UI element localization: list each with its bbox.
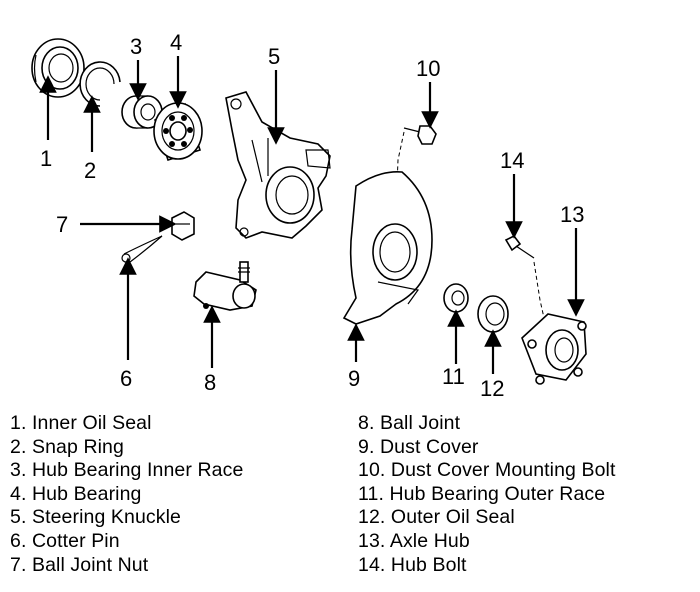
snap-ring-part	[79, 61, 121, 107]
legend-right-column: 8. Ball Joint 9. Dust Cover 10. Dust Cov…	[358, 412, 616, 577]
ball-joint-nut-part	[171, 211, 195, 241]
hub-bearing-outer-race-part	[443, 283, 469, 313]
callout-10: 10	[416, 56, 440, 81]
axle-hub-part	[521, 313, 587, 385]
callout-13: 13	[560, 202, 584, 227]
legend-item: 1. Inner Oil Seal	[10, 412, 152, 434]
legend-item: 4. Hub Bearing	[10, 482, 142, 505]
legend-item: 2. Snap Ring	[10, 435, 124, 458]
callout-12: 12	[480, 376, 504, 400]
legend-item: 10. Dust Cover Mounting Bolt	[358, 459, 616, 482]
callout-7: 7	[56, 212, 68, 237]
outer-oil-seal-part	[477, 295, 509, 333]
dust-cover-part	[342, 170, 433, 325]
callout-2: 2	[84, 158, 96, 183]
callout-4: 4	[170, 30, 182, 55]
callout-9: 9	[348, 366, 360, 391]
callout-5: 5	[268, 44, 280, 69]
legend-item: 13. Axle Hub	[358, 529, 470, 552]
legend-item: 6. Cotter Pin	[10, 529, 120, 552]
steering-knuckle-part	[225, 91, 331, 239]
hub-bearing-part	[153, 102, 203, 161]
legend-item: 14. Hub Bolt	[358, 553, 467, 576]
legend-item: 8. Ball Joint	[358, 412, 461, 434]
callout-8: 8	[204, 370, 216, 395]
legend-item: 7. Ball Joint Nut	[10, 553, 149, 576]
hub-bolt-part	[504, 234, 545, 319]
legend-item: 11. Hub Bearing Outer Race	[358, 482, 606, 505]
inner-oil-seal-part	[31, 38, 85, 98]
ball-joint-part	[193, 261, 257, 311]
legend-item: 12. Outer Oil Seal	[358, 506, 515, 529]
callout-arrows	[39, 56, 585, 374]
legend-item: 9. Dust Cover	[358, 435, 479, 458]
callout-3: 3	[130, 34, 142, 59]
cotter-pin-part	[121, 235, 163, 263]
legend-item: 5. Steering Knuckle	[10, 506, 182, 529]
legend-left-column: 1. Inner Oil Seal 2. Snap Ring 3. Hub Be…	[10, 412, 243, 577]
callout-14: 14	[500, 148, 524, 173]
exploded-view-diagram: 1 2 3 4 5 6 7 8 9 10 11 12 13 14	[31, 30, 587, 400]
legend-item: 3. Hub Bearing Inner Race	[10, 459, 244, 482]
callout-6: 6	[120, 366, 132, 391]
callout-1: 1	[40, 146, 52, 171]
callout-11: 11	[442, 364, 465, 389]
